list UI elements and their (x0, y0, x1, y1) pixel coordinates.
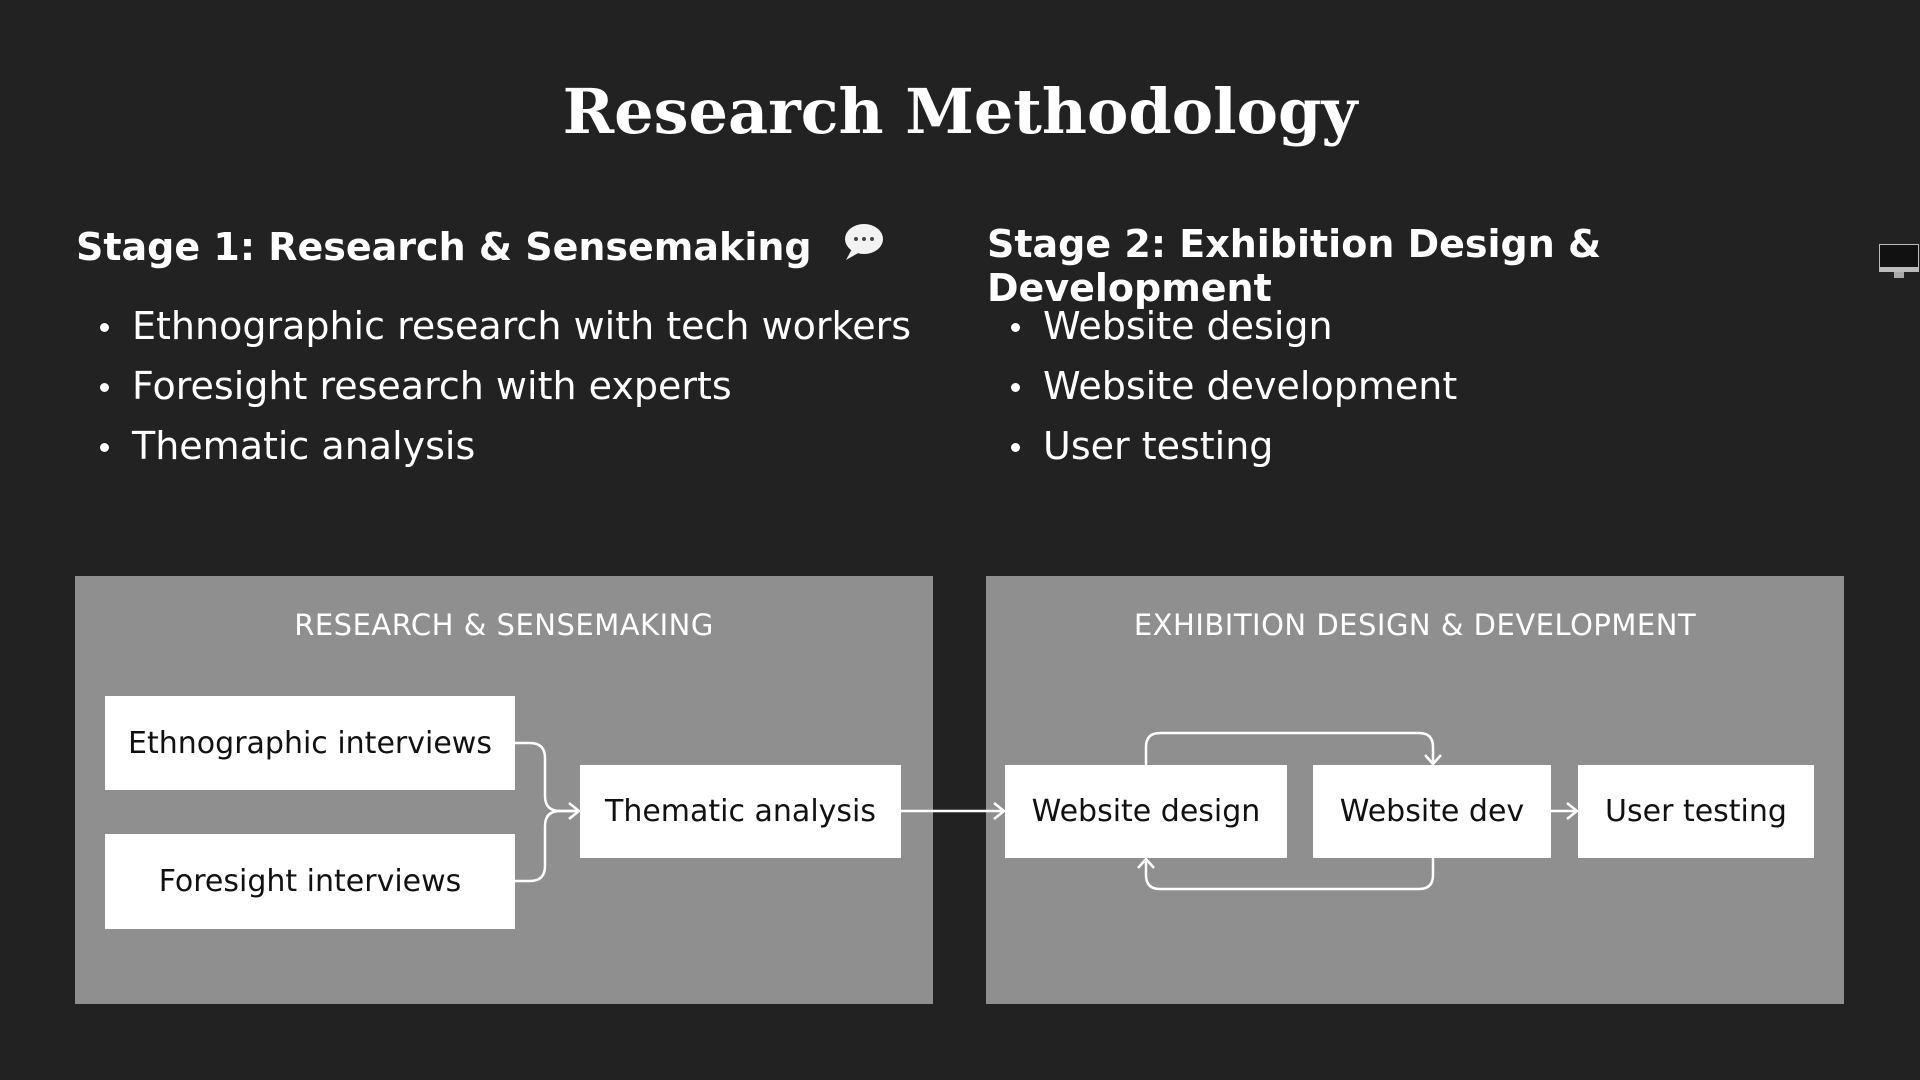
connector-ethnographic (515, 741, 578, 813)
website-design-box: Website design (1005, 765, 1287, 858)
list-item: Thematic analysis (100, 416, 911, 476)
list-item: Ethnographic research with tech workers (100, 296, 911, 356)
connector-foresight (515, 809, 578, 883)
arrow-head-icon (1424, 754, 1442, 766)
loop-top (1144, 731, 1435, 765)
loop-bottom (1144, 858, 1435, 891)
stage-2-heading: Stage 2: Exhibition Design & Development (987, 222, 1920, 310)
arrow-head-icon (993, 802, 1007, 820)
arrow-head-icon (1137, 857, 1155, 869)
user-testing-box: User testing (1578, 765, 1814, 858)
stage-1-heading-text: Stage 1: Research & Sensemaking (76, 224, 812, 269)
desktop-computer-icon (1878, 243, 1920, 290)
thematic-analysis-box: Thematic analysis (580, 765, 901, 858)
research-panel: RESEARCH & SENSEMAKING (75, 576, 933, 1004)
panel-label: RESEARCH & SENSEMAKING (294, 608, 714, 642)
stage-2-bullets: Website design Website development User … (1011, 296, 1457, 476)
speech-bubble-icon (842, 222, 886, 271)
stage-1-heading: Stage 1: Research & Sensemaking (76, 222, 886, 271)
panel-label: EXHIBITION DESIGN & DEVELOPMENT (1133, 608, 1697, 642)
list-item: Website development (1011, 356, 1457, 416)
ethnographic-interviews-box: Ethnographic interviews (105, 696, 515, 790)
page-title: Research Methodology (562, 75, 1358, 148)
list-item: User testing (1011, 416, 1457, 476)
list-item: Website design (1011, 296, 1457, 356)
website-dev-box: Website dev (1313, 765, 1551, 858)
stage-1-bullets: Ethnographic research with tech workers … (100, 296, 911, 476)
list-item: Foresight research with experts (100, 356, 911, 416)
arrow-head-icon (1566, 802, 1580, 820)
stage-2-heading-text: Stage 2: Exhibition Design & Development (987, 222, 1602, 310)
arrow-head-icon (568, 802, 582, 820)
foresight-interviews-box: Foresight interviews (105, 834, 515, 929)
